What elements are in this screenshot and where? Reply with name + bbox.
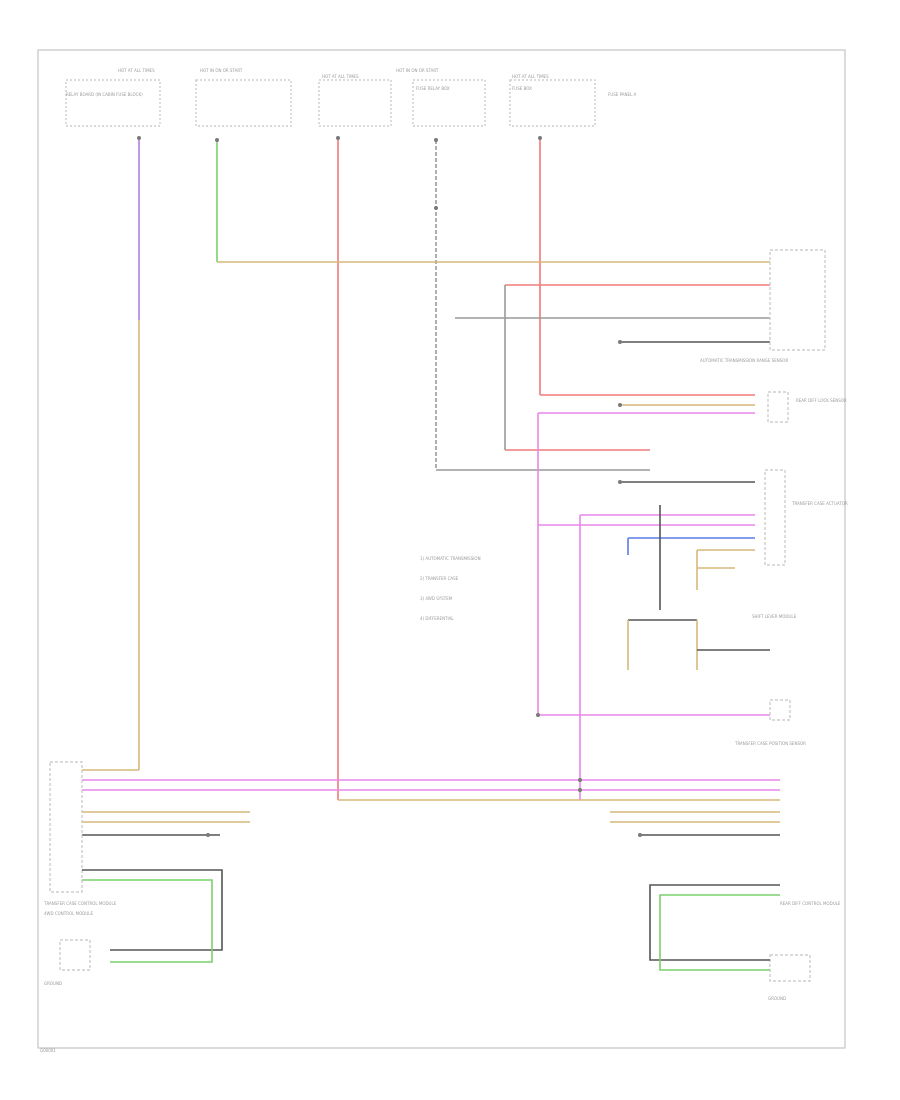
right-side-wiring — [217, 261, 770, 800]
fuse-box-1 — [65, 79, 161, 127]
fuse-box-4 — [412, 79, 486, 127]
connector-dot — [538, 136, 542, 140]
sensor-3-label: TRANSFER CASE ACTUATOR — [791, 501, 848, 506]
note-4: 4) DIFFERENTIAL — [420, 616, 454, 621]
ground-left-box — [59, 939, 91, 971]
top-fuse-label-4: HOT IN ON OR START — [396, 68, 439, 73]
ground-right-label: GROUND — [768, 996, 786, 1001]
left-loop-green — [82, 879, 213, 963]
top-fuse-label-2: HOT IN ON OR START — [200, 68, 243, 73]
connector-dot — [215, 138, 219, 142]
module-right-label: REAR DIFF CONTROL MODULE — [780, 901, 841, 906]
connector-dot — [618, 403, 622, 407]
sensor-2-label: REAR DIFF LOCK SENSOR — [796, 398, 847, 403]
connector-dot — [578, 788, 582, 792]
connector-dot — [336, 136, 340, 140]
top-fuse-boxes: HOT AT ALL TIMES HOT IN ON OR START HOT … — [65, 68, 636, 127]
sensor-5-label: TRANSFER CASE POSITION SENSOR — [734, 741, 806, 746]
diagram-frame — [37, 49, 846, 1049]
module-left-sub-label: 4WD CONTROL MODULE — [44, 911, 93, 916]
right-components: AUTOMATIC TRANSMISSION RANGE SENSOR REAR… — [700, 249, 848, 746]
ground-left-label: GROUND — [44, 981, 62, 986]
sensor-4-label: SHIFT LEVER MODULE — [752, 614, 797, 619]
fuse-box-3 — [318, 79, 392, 127]
top-fuse-label-3: HOT AT ALL TIMES — [322, 74, 359, 79]
connector-dot — [434, 206, 438, 210]
connector-dot — [536, 713, 540, 717]
connector-dot — [206, 833, 210, 837]
left-module-box — [49, 761, 83, 893]
module-left-label: TRANSFER CASE CONTROL MODULE — [43, 901, 117, 906]
note-2: 2) TRANSFER CASE — [420, 576, 459, 581]
connector-dot — [638, 833, 642, 837]
note-3: 3) 4WD SYSTEM — [420, 596, 453, 601]
note-1: 1) AUTOMATIC TRANSMISSION — [420, 556, 481, 561]
bottom-buses — [82, 769, 780, 836]
fuse-block-left-label: RELAY BOARD (IN CABIN FUSE BLOCK) — [66, 92, 143, 97]
right-loop-dark — [649, 884, 780, 961]
connector-dot — [578, 778, 582, 782]
vertical-feed-wires — [138, 138, 541, 800]
center-notes: 1) AUTOMATIC TRANSMISSION 2) TRANSFER CA… — [420, 556, 481, 621]
right-module-box — [769, 954, 811, 982]
fuse-block-right-label: FUSE BOX — [512, 86, 532, 91]
connector-dot — [137, 136, 141, 140]
footer-code: G00001 — [40, 1048, 56, 1053]
fuse-box-2 — [195, 79, 292, 127]
top-fuse-label-1: HOT AT ALL TIMES — [118, 68, 155, 73]
sensor-1-label: AUTOMATIC TRANSMISSION RANGE SENSOR — [700, 358, 788, 363]
connectors — [137, 136, 642, 837]
right-loop-green — [659, 894, 780, 971]
connector-dot — [618, 480, 622, 484]
connector-dot — [434, 138, 438, 142]
position-sensor-box — [769, 699, 791, 721]
fuse-block-mid-label: FUSE RELAY BOX — [416, 86, 450, 91]
diff-lock-sensor-box — [767, 391, 789, 423]
top-fuse-label-5: HOT AT ALL TIMES — [512, 74, 549, 79]
range-sensor-box — [769, 249, 826, 351]
junction-right-label: FUSE PANEL A — [608, 92, 636, 97]
right-module: REAR DIFF CONTROL MODULE GROUND — [649, 884, 841, 1001]
left-module: TRANSFER CASE CONTROL MODULE 4WD CONTROL… — [43, 761, 223, 986]
left-loop-dark — [82, 869, 223, 951]
actuator-box — [764, 469, 786, 566]
fuse-box-5 — [509, 79, 596, 127]
connector-dot — [618, 340, 622, 344]
